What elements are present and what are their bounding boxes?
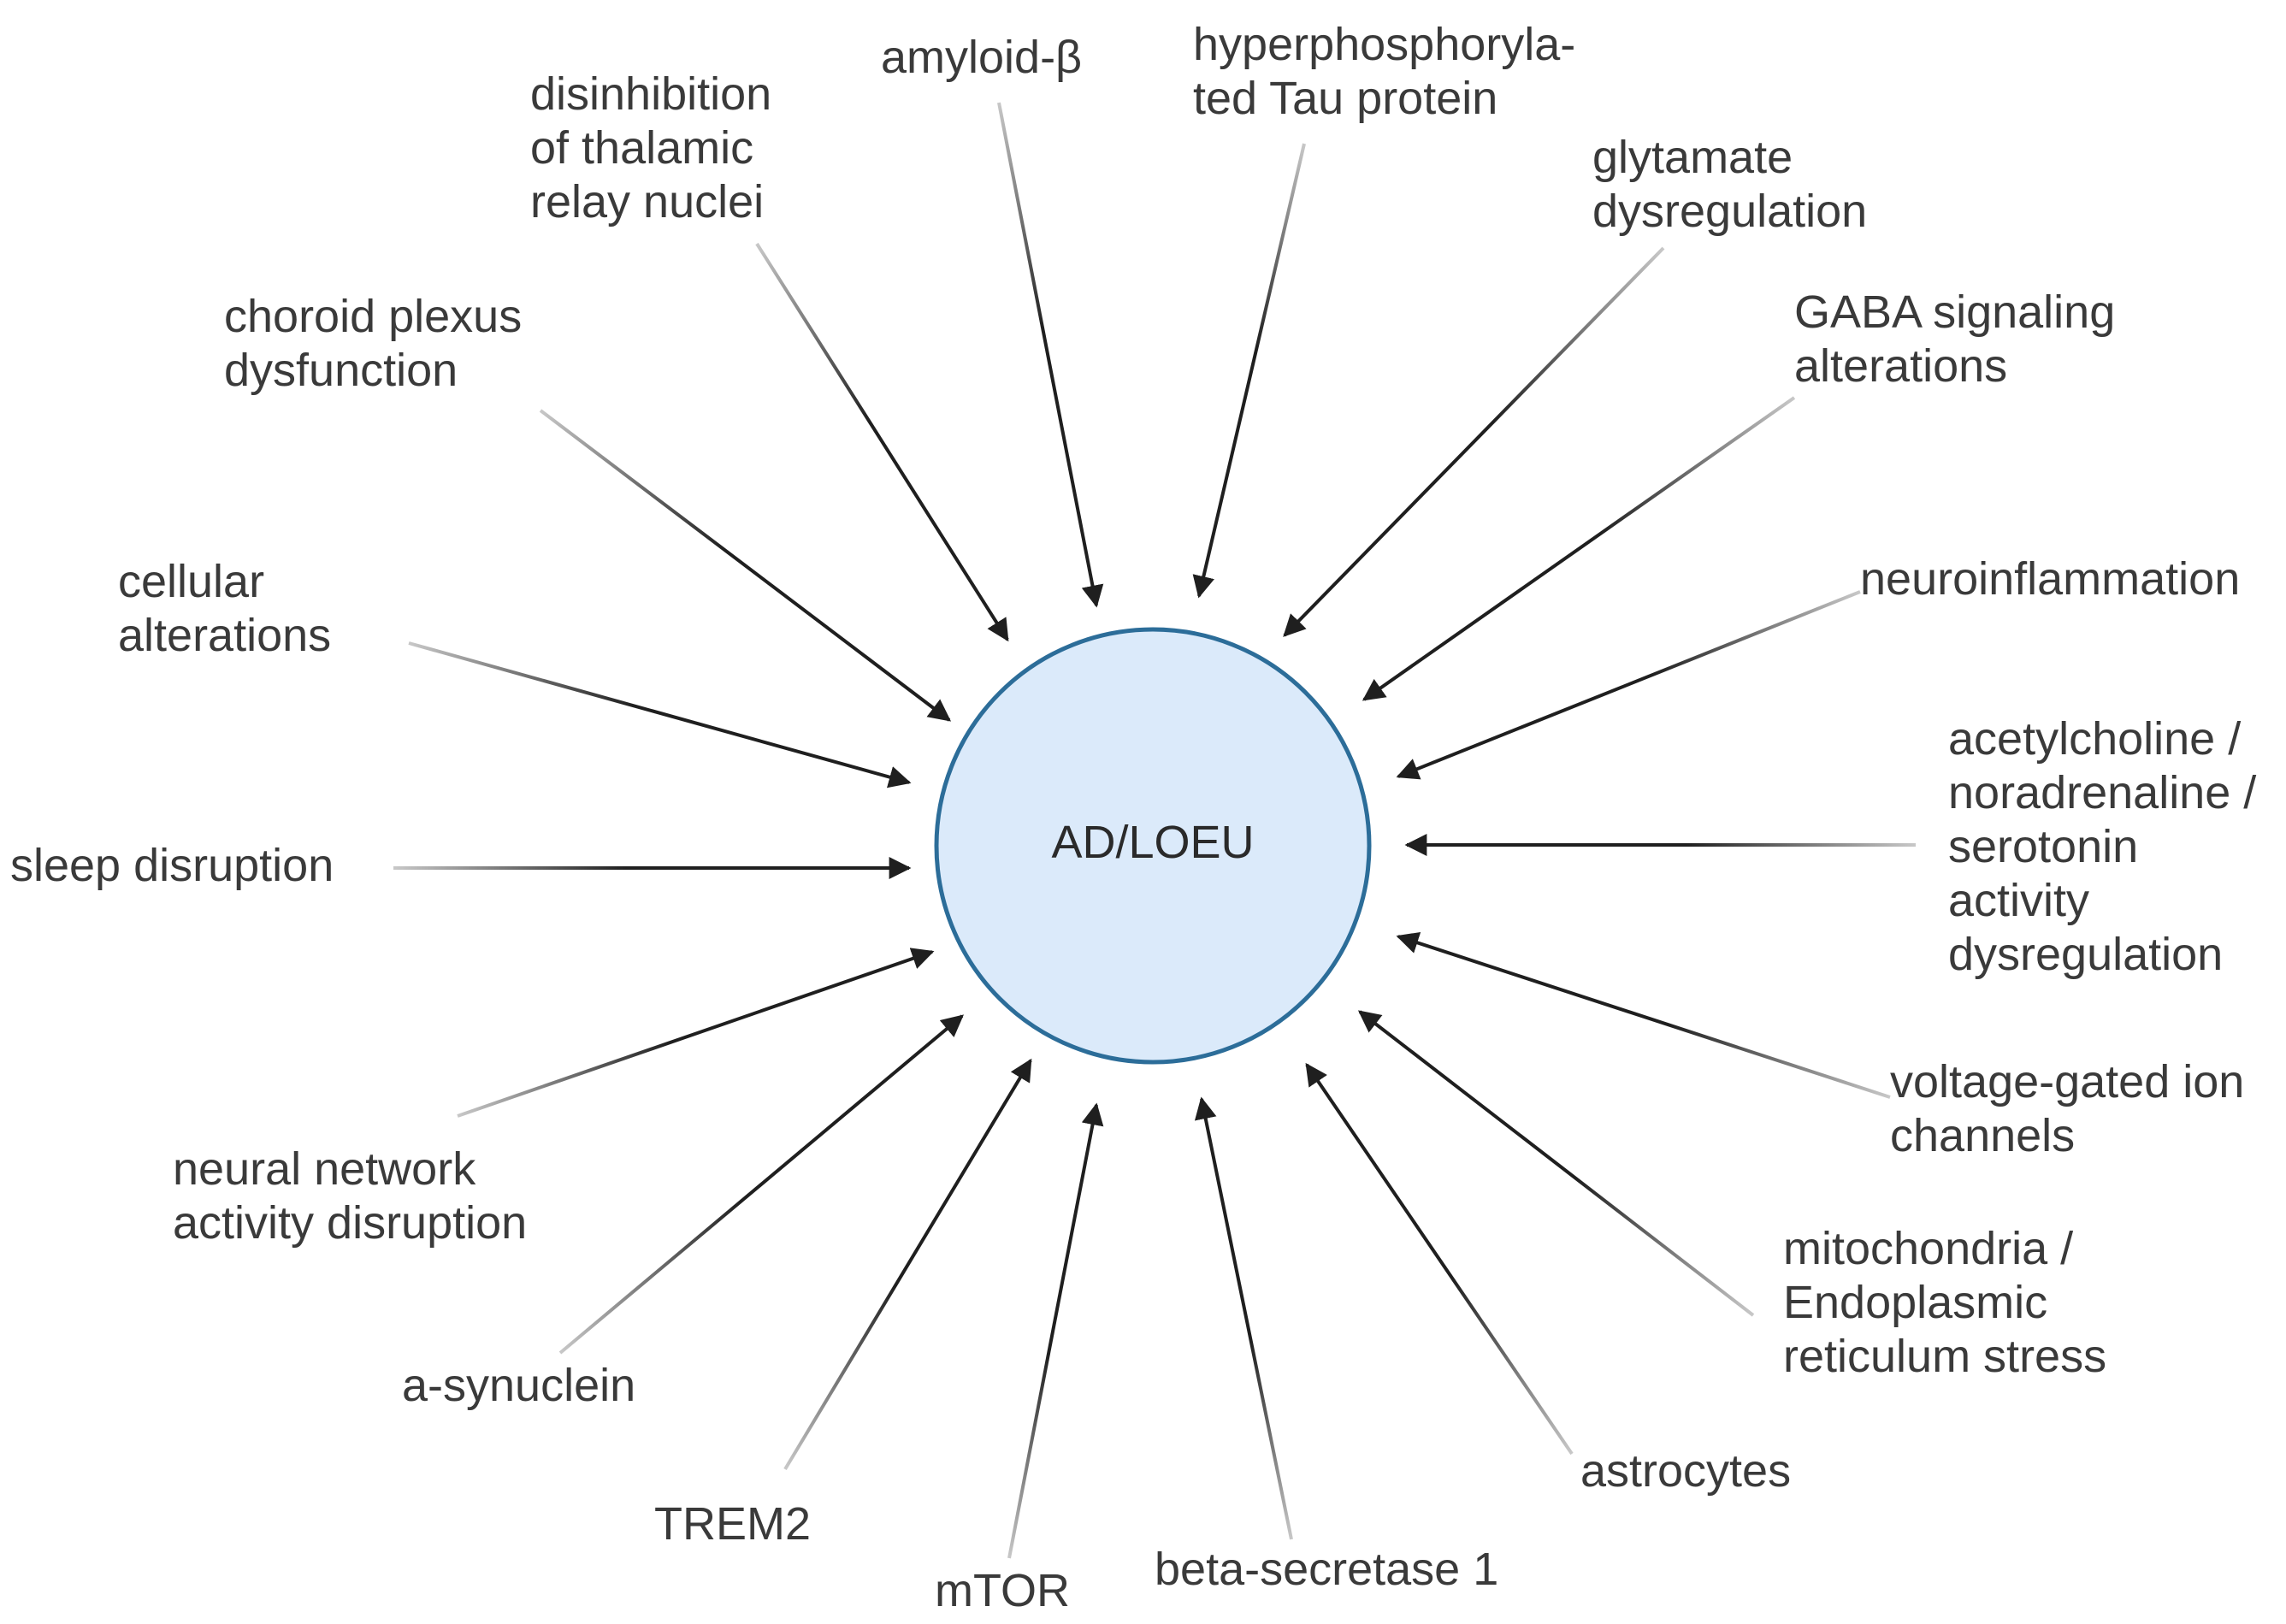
factor-label-line: cellular	[118, 556, 264, 607]
factor-label-line: alterations	[1794, 340, 2007, 392]
factor-label-sleep-disruption: sleep disruption	[10, 840, 334, 891]
factor-label-mtor: mTOR	[935, 1565, 1070, 1616]
factor-label-a-synuclein: a-synuclein	[402, 1360, 635, 1411]
arrow-glutamate-dysregulation	[1283, 246, 1665, 637]
arrow-a-synuclein	[558, 1014, 964, 1355]
factor-label-line: serotonin	[1948, 821, 2138, 872]
arrow-trem2	[783, 1058, 1032, 1471]
factor-label-line: glytamate	[1592, 132, 1793, 183]
arrow-cellular-alterations	[408, 641, 912, 788]
arrows-layer	[393, 102, 1916, 1559]
arrow-beta-secretase	[1194, 1096, 1293, 1540]
factor-label-line: activity	[1948, 875, 2089, 926]
arrow-neural-network-disruption	[457, 948, 935, 1118]
center-circle	[934, 627, 1372, 1065]
factor-label-amyloid-beta: amyloid-β	[881, 32, 1082, 83]
factor-label-neuroinflammation: neuroinflammation	[1860, 553, 2240, 605]
arrow-mitochondria-er-stress	[1357, 1010, 1755, 1317]
factor-label-line: mTOR	[935, 1565, 1070, 1616]
arrow-neuroinflammation	[1396, 590, 1861, 780]
arrow-amyloid-beta	[997, 102, 1104, 608]
factor-label-line: dysregulation	[1948, 929, 2223, 980]
factor-label-line: sleep disruption	[10, 840, 334, 891]
factor-label-line: a-synuclein	[402, 1360, 635, 1411]
factor-label-line: dysregulation	[1592, 186, 1867, 237]
arrow-mtor	[1007, 1102, 1104, 1559]
arrow-astrocytes	[1305, 1062, 1574, 1456]
factor-label-line: noradrenaline /	[1948, 767, 2256, 818]
factor-label-line: TREM2	[654, 1498, 811, 1550]
factor-label-line: disinhibition	[530, 68, 771, 120]
arrow-gaba-signaling	[1362, 396, 1796, 701]
factor-label-line: relay nuclei	[530, 176, 764, 227]
factor-label-line: neural network	[173, 1143, 476, 1195]
factor-label-line: hyperphosphoryla-	[1193, 19, 1575, 70]
factor-label-trem2: TREM2	[654, 1498, 811, 1550]
factor-label-line: acetylcholine /	[1948, 713, 2241, 765]
factor-label-astrocytes: astrocytes	[1580, 1445, 1791, 1497]
arrow-choroid-plexus	[539, 409, 952, 722]
center-label: AD/LOEU	[1051, 817, 1254, 868]
arrow-thalamic-disinhibition	[755, 242, 1009, 642]
factor-label-line: reticulum stress	[1783, 1331, 2106, 1382]
factor-label-line: voltage-gated ion	[1890, 1056, 2244, 1107]
factor-label-line: neuroinflammation	[1860, 553, 2240, 605]
factor-label-beta-secretase: beta-secretase 1	[1155, 1544, 1498, 1595]
factor-label-line: ted Tau protein	[1193, 73, 1497, 124]
factor-label-line: activity disruption	[173, 1197, 527, 1249]
factor-label-line: of thalamic	[530, 122, 753, 174]
factor-label-hyperphosphorylated-tau: hyperphosphoryla-ted Tau protein	[1193, 19, 1575, 124]
factor-label-line: channels	[1890, 1110, 2075, 1161]
factor-label-line: astrocytes	[1580, 1445, 1791, 1497]
factor-label-line: mitochondria /	[1783, 1223, 2073, 1274]
center-node: AD/LOEU	[934, 627, 1372, 1065]
factor-label-line: choroid plexus	[224, 291, 522, 342]
factor-label-line: amyloid-β	[881, 32, 1082, 83]
factor-label-line: dysfunction	[224, 345, 458, 396]
factor-label-line: Endoplasmic	[1783, 1277, 2047, 1328]
factor-label-line: alterations	[118, 610, 331, 661]
arrow-hyperphosphorylated-tau	[1192, 143, 1306, 599]
factor-label-line: GABA signaling	[1794, 286, 2115, 338]
labels-layer: amyloid-β hyperphosphoryla-ted Tau protei…	[10, 19, 2256, 1616]
factor-label-line: beta-secretase 1	[1155, 1544, 1498, 1595]
arrow-voltage-gated-channels	[1396, 931, 1891, 1099]
